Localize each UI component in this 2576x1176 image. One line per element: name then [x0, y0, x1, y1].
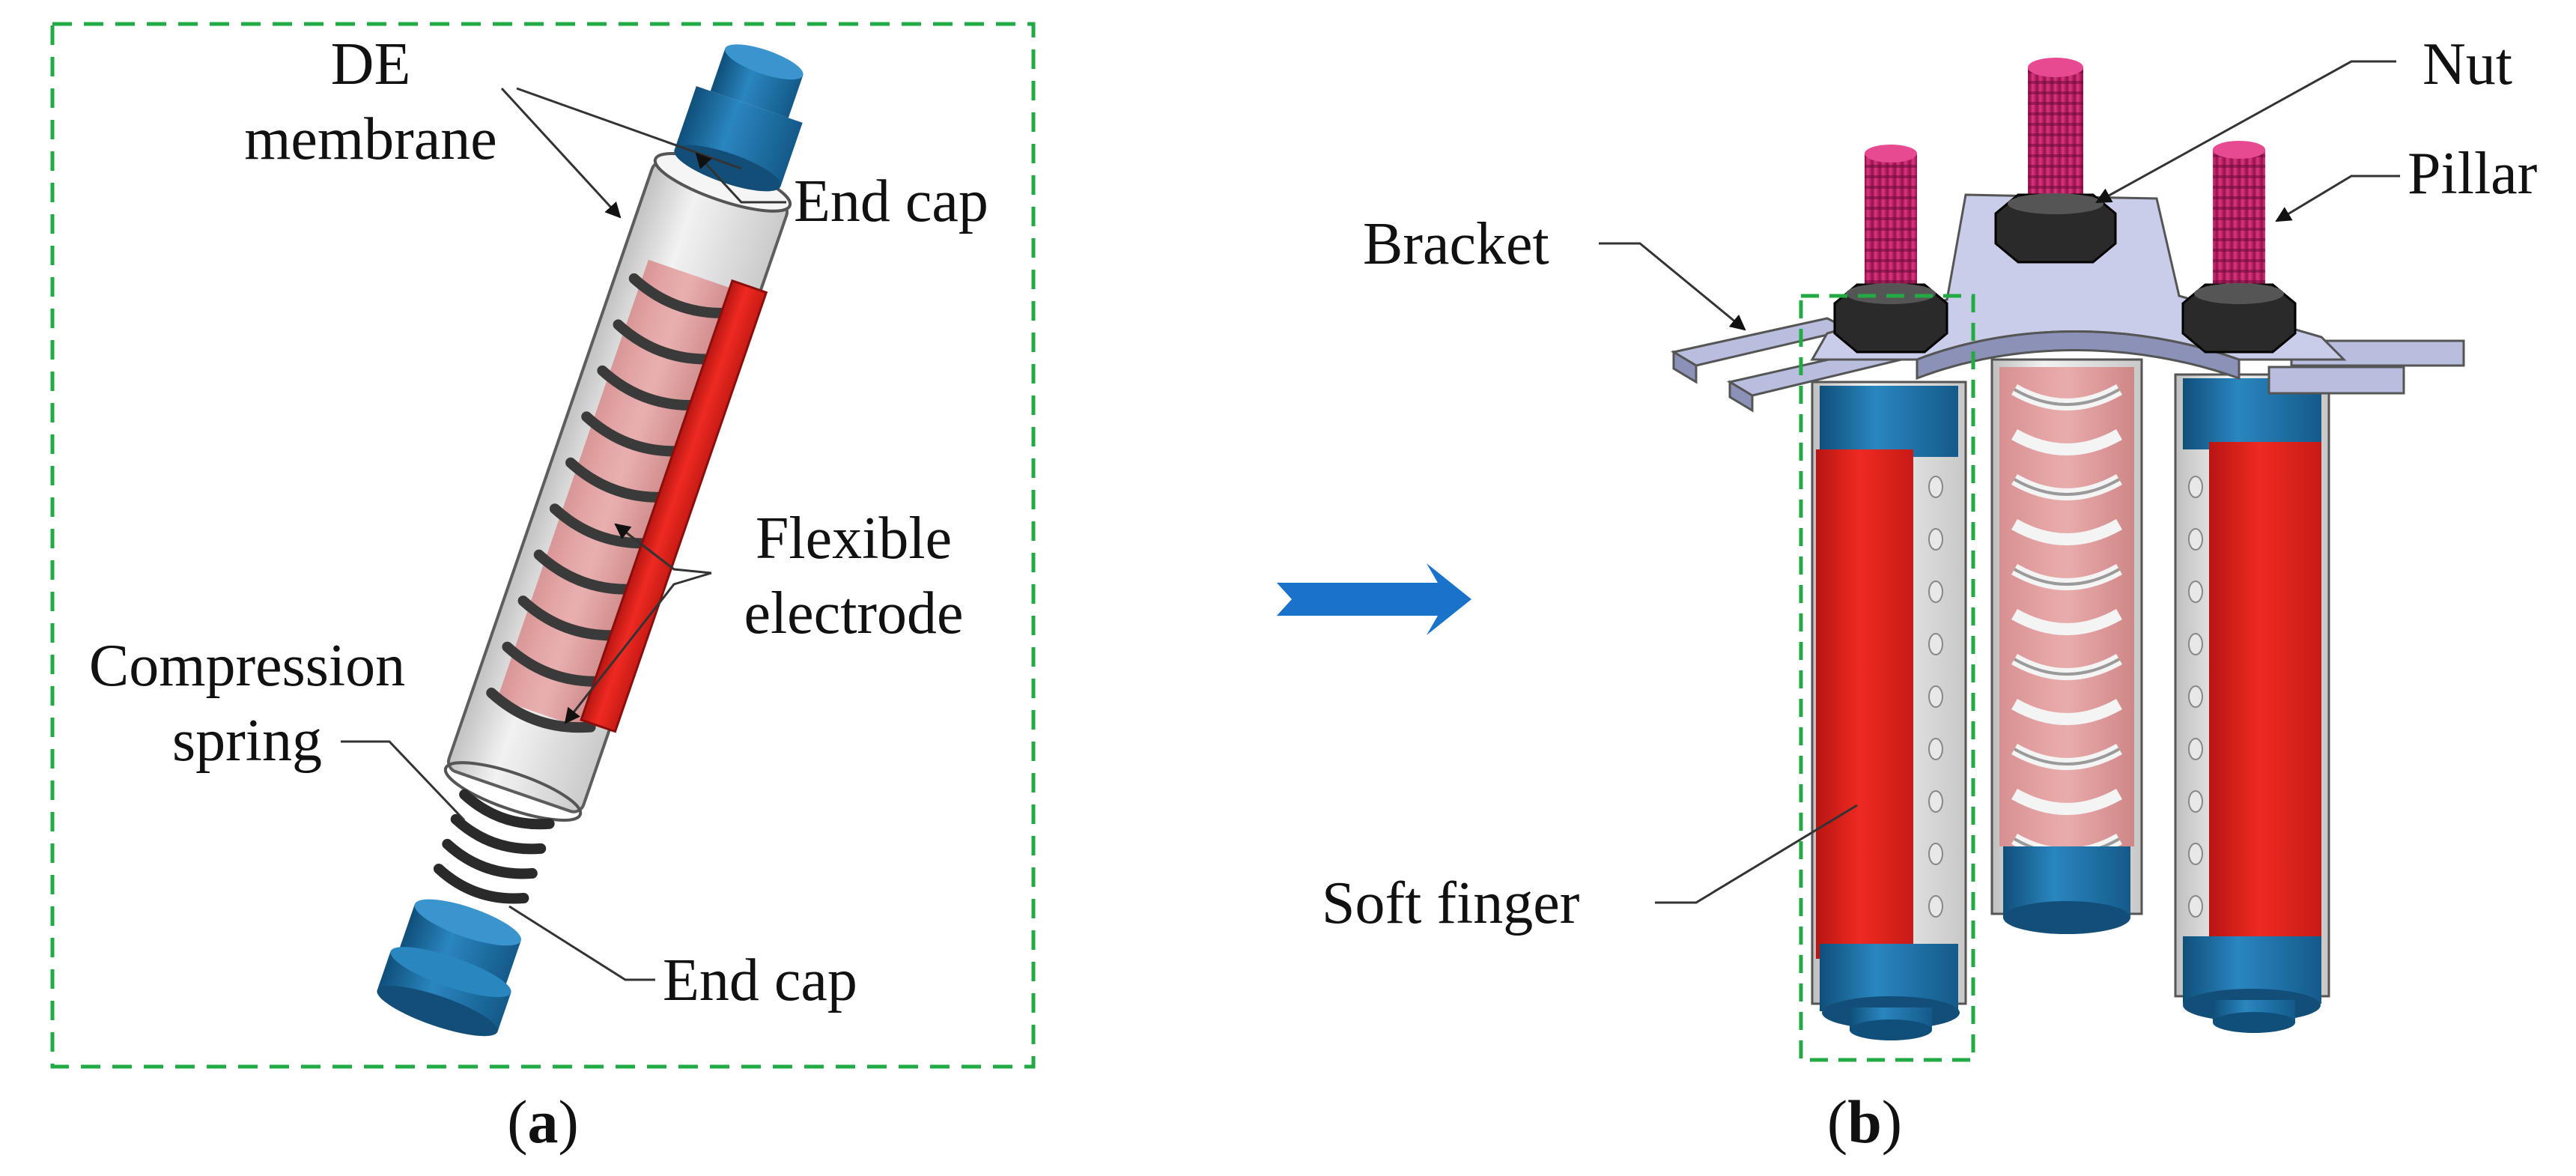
nut-left [1833, 283, 1948, 354]
caption-b-letter: b [1847, 1088, 1882, 1156]
label-pillar: Pillar [2408, 141, 2537, 207]
finger-right [2174, 373, 2330, 1033]
caption-b-open: ( [1827, 1088, 1847, 1156]
label-flexible-electrode-2: electrode [744, 581, 963, 646]
transition-arrow [1277, 563, 1471, 635]
label-end-cap-bottom: End cap [663, 948, 857, 1013]
de-membrane-bottom-rim [443, 761, 583, 822]
finger-left [1811, 381, 1967, 1040]
flexible-electrode-strip [580, 279, 768, 733]
label-soft-finger: Soft finger [1322, 870, 1579, 936]
panel-b: Nut Pillar Bracket Soft finger (b) [1322, 31, 2537, 1156]
label-end-cap-top: End cap [794, 169, 988, 234]
pillar-right [2213, 141, 2265, 303]
leader-nut [2095, 60, 2396, 204]
label-compression-spring-2: spring [172, 708, 322, 774]
leader-bracket [1599, 242, 1746, 331]
nut-right [2181, 283, 2297, 354]
leader-end-cap-top [695, 152, 786, 204]
leader-flexible-electrode-2 [564, 572, 712, 724]
label-de-membrane-2: membrane [244, 106, 497, 172]
label-bracket: Bracket [1363, 211, 1549, 277]
end-cap-bottom-part [377, 899, 521, 1037]
soft-finger-dashed-frame [1799, 294, 1975, 1062]
leader-end-cap-bottom [508, 905, 655, 981]
leader-compression-spring [341, 740, 466, 822]
label-compression-spring-1: Compression [89, 633, 405, 699]
panel-a: DE membrane End cap Flexible electrode C… [50, 22, 1036, 1156]
label-de-membrane-1: DE [331, 31, 411, 97]
leader-de-membrane-1 [500, 87, 622, 219]
leader-soft-finger [1655, 804, 1858, 904]
caption-a: (a) [507, 1088, 579, 1156]
caption-a-letter: a [528, 1088, 559, 1156]
panel-b-leaders [1599, 60, 2400, 904]
finger-middle [1990, 358, 2143, 934]
label-nut: Nut [2422, 31, 2512, 97]
leader-pillar [2275, 175, 2400, 222]
caption-a-close: ) [559, 1088, 579, 1156]
compression-spring-lower [433, 789, 555, 904]
panel-a-leaders [341, 87, 786, 981]
label-flexible-electrode-1: Flexible [756, 506, 952, 572]
caption-a-open: ( [507, 1088, 527, 1156]
caption-b: (b) [1827, 1088, 1902, 1156]
panel-a-dashed-frame [50, 22, 1036, 1069]
leader-flexible-electrode-1 [614, 523, 712, 575]
caption-b-close: ) [1882, 1088, 1902, 1156]
nut-middle [1994, 193, 2117, 264]
actuator-assembly [377, 44, 804, 1037]
pillar-left [1865, 145, 1917, 303]
